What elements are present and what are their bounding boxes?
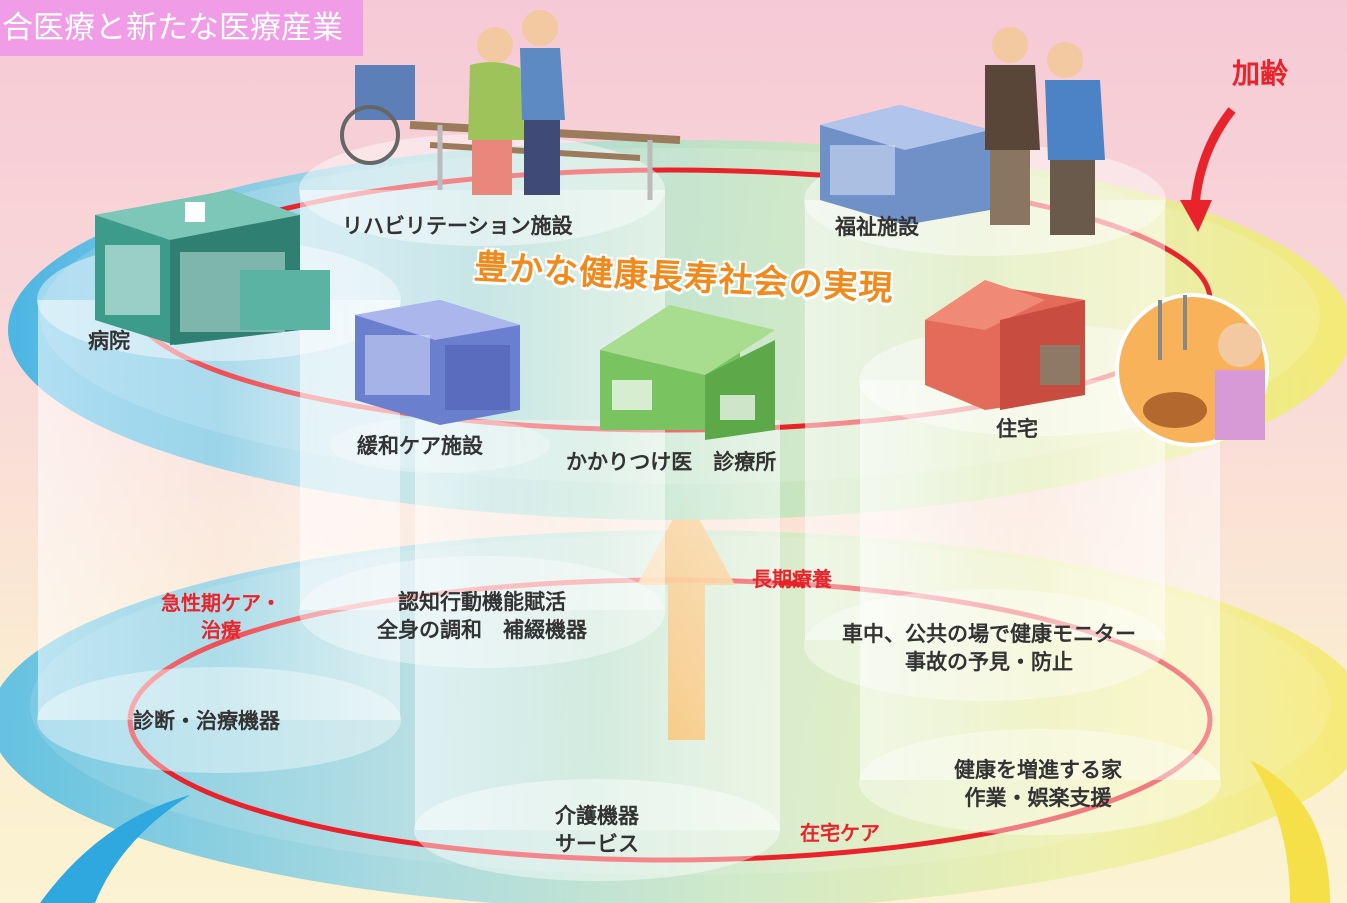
- page-title: 合医療と新たな医療産業: [0, 0, 363, 56]
- label-nursing-line1: 介護機器: [555, 804, 639, 828]
- swoosh-right: [1250, 760, 1330, 903]
- label-health-monitor: 車中、公共の場で健康モニター 事故の予見・防止: [842, 620, 1136, 677]
- label-home: 住宅: [996, 417, 1038, 441]
- label-cognitive-line2: 全身の調和 補綴機器: [377, 618, 587, 643]
- label-nursing-line2: サービス: [555, 832, 639, 857]
- label-hospital: 病院: [88, 329, 130, 353]
- label-healthy-home: 健康を増進する家 作業・娯楽支援: [954, 756, 1122, 813]
- label-monitor-line1: 車中、公共の場で健康モニター: [842, 622, 1136, 646]
- palliative-building: [355, 300, 520, 425]
- label-nursing-devices: 介護機器 サービス: [555, 802, 639, 859]
- aging-label: 加齢: [1232, 57, 1289, 90]
- label-acute-care-line2: 治療: [201, 618, 241, 642]
- label-acute-care-line1: 急性期ケア・: [161, 591, 281, 615]
- label-cognitive-devices: 認知行動機能賦活 全身の調和 補綴機器: [377, 588, 587, 645]
- label-rehab: リハビリテーション施設: [342, 214, 573, 238]
- welfare-people: [985, 27, 1105, 235]
- label-healthy-home-line2: 作業・娯楽支援: [964, 786, 1112, 811]
- cooking-grandma-circle: [1115, 293, 1269, 447]
- clinic-building: [600, 305, 775, 440]
- welfare-building: [820, 105, 990, 225]
- label-long-term-care: 長期療養: [752, 567, 832, 591]
- label-home-care: 在宅ケア: [800, 821, 880, 845]
- house-building: [925, 280, 1085, 410]
- label-acute-care: 急性期ケア・ 治療: [161, 590, 281, 644]
- cylinder-palliative: [330, 417, 550, 473]
- label-healthy-home-line1: 健康を増進する家: [954, 758, 1122, 782]
- swoosh-left: [40, 795, 190, 903]
- aging-arrow: [1180, 107, 1236, 232]
- label-clinic: かかりつけ医 診療所: [566, 450, 777, 474]
- hospital-building: [95, 190, 330, 345]
- rehab-people: [468, 10, 565, 195]
- label-diagnosis-devices: 診断・治療機器: [133, 709, 280, 733]
- label-welfare: 福祉施設: [835, 215, 919, 239]
- label-monitor-line2: 事故の予見・防止: [905, 650, 1073, 675]
- label-palliative: 緩和ケア施設: [357, 434, 483, 458]
- cylinder-clinic: [414, 420, 780, 881]
- label-cognitive-line1: 認知行動機能賦活: [398, 590, 566, 614]
